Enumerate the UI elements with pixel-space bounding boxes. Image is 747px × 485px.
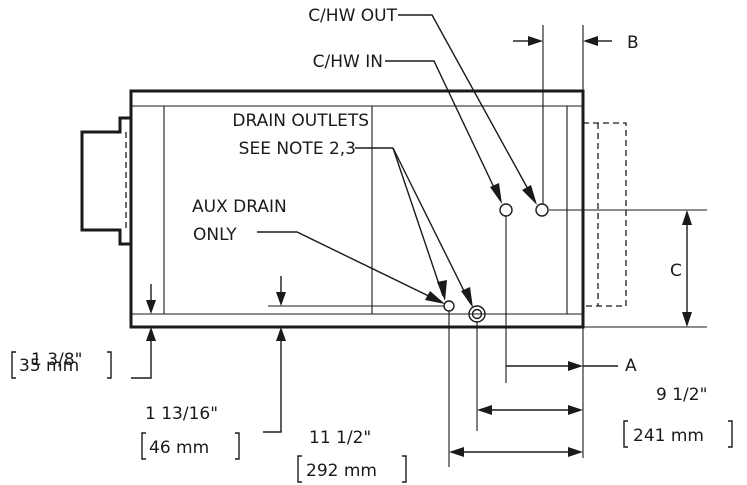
label-c: C xyxy=(670,261,682,281)
chw-in-leader xyxy=(385,60,502,204)
cabinet-outline xyxy=(129,89,585,329)
label-dim-9-1-2-mm: 241 mm xyxy=(633,426,704,446)
left-collar xyxy=(80,116,131,246)
label-dim-1-3-8-in: 1 3/8" xyxy=(31,350,82,370)
label-aux-drain-line2: ONLY xyxy=(193,225,237,245)
dim-a xyxy=(506,361,618,371)
label-dim-11-1-2-mm: 292 mm xyxy=(306,461,377,481)
label-dim-1-13-16-mm: 46 mm xyxy=(149,438,209,458)
label-dim-1-3-8-mm: 35 mm xyxy=(19,356,79,376)
chw-out-connection xyxy=(535,203,549,217)
label-dim-1-13-16-in: 1 13/16" xyxy=(145,404,218,424)
bottom-extension-lines xyxy=(448,216,584,467)
dim-9-1-2 xyxy=(477,405,583,415)
dim-1-13-16 xyxy=(263,276,444,433)
aux-drain-outlet xyxy=(443,300,455,312)
dim-b xyxy=(513,25,612,204)
label-b: B xyxy=(627,33,639,53)
label-aux-drain-line1: AUX DRAIN xyxy=(192,197,287,217)
aux-drain-leader xyxy=(257,231,445,304)
label-drain-outlets-line1: DRAIN OUTLETS xyxy=(232,111,369,131)
dim-11-1-2 xyxy=(449,447,583,457)
label-chw-out: C/HW OUT xyxy=(308,6,397,26)
label-chw-in: C/HW IN xyxy=(313,52,383,72)
chw-out-leader xyxy=(398,14,537,205)
right-collar-dashed xyxy=(583,122,627,307)
label-dim-9-1-2-in: 9 1/2" xyxy=(656,385,707,405)
label-drain-outlets-line2: SEE NOTE 2,3 xyxy=(239,139,356,159)
dim-1-3-8 xyxy=(131,284,156,379)
label-a: A xyxy=(625,356,637,376)
drain-outlets-leaders xyxy=(355,147,473,308)
dim-c xyxy=(549,209,707,328)
chw-in-connection xyxy=(499,203,513,217)
label-dim-11-1-2-in: 11 1/2" xyxy=(309,428,371,448)
